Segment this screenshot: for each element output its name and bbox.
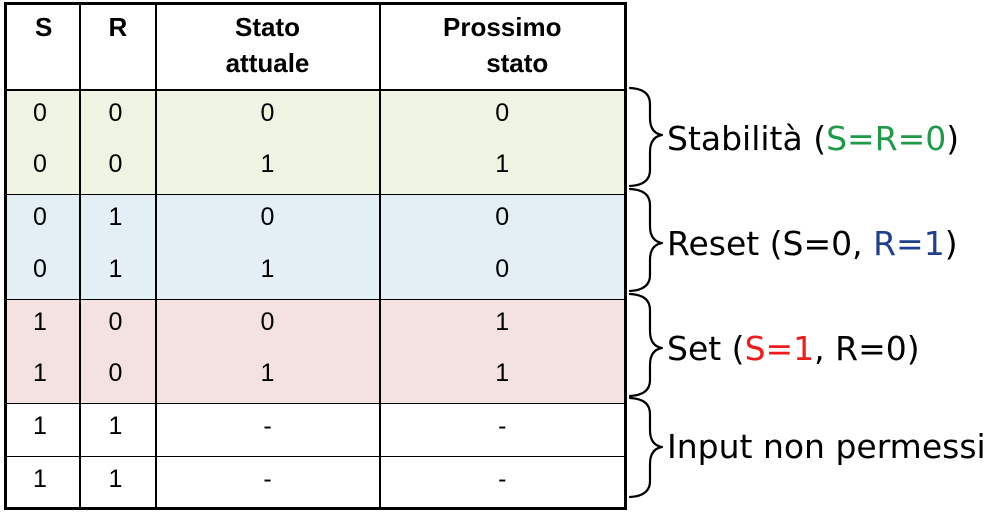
cell-next: 1: [378, 141, 627, 195]
cell-s: 1: [4, 351, 81, 405]
table-row: 1 1 - -: [4, 456, 627, 509]
cell-next: 0: [378, 194, 627, 247]
cell-current: 0: [154, 299, 381, 352]
truth-table: S R Stato attuale Prossimo stato 0 0 0 0…: [4, 2, 627, 510]
brace-set: [628, 292, 664, 398]
table-row: 0 1 1 0: [4, 246, 627, 300]
header-row: S R Stato attuale Prossimo stato: [4, 3, 627, 91]
table-row: 0 0 0 0: [4, 89, 627, 142]
cell-s: 1: [4, 299, 81, 352]
cell-next: 1: [378, 351, 627, 405]
header-current-state: Stato attuale: [154, 3, 381, 91]
label-stability-c: ): [946, 119, 960, 158]
brace-stability: [628, 86, 664, 188]
cell-s: 1: [4, 403, 81, 457]
label-reset: Reset (S=0, R=1): [667, 224, 958, 264]
label-reset-highlight: R=1: [873, 224, 945, 263]
table-row: 0 1 0 0: [4, 194, 627, 247]
cell-r: 1: [78, 456, 157, 509]
cell-s: 0: [4, 141, 81, 195]
cell-current: 1: [154, 351, 381, 405]
table-row: 1 0 0 1: [4, 299, 627, 352]
label-stability: Stabilità (S=R=0): [667, 119, 959, 159]
cell-next: 1: [378, 299, 627, 352]
cell-s: 0: [4, 89, 81, 142]
label-reset-c: ): [944, 224, 958, 263]
cell-s: 0: [4, 194, 81, 247]
cell-current: 0: [154, 194, 381, 247]
label-set: Set (S=1, R=0): [667, 329, 920, 369]
cell-next: 0: [378, 246, 627, 300]
cell-current: 0: [154, 89, 381, 142]
label-stability-a: Stabilità (: [667, 119, 827, 158]
cell-r: 0: [78, 351, 157, 405]
cell-r: 0: [78, 89, 157, 142]
label-set-c: , R=0): [814, 329, 920, 368]
header-current-line1: Stato: [235, 12, 300, 42]
header-r: R: [78, 3, 157, 91]
cell-current: -: [154, 456, 381, 509]
cell-current: 1: [154, 246, 381, 300]
cell-s: 1: [4, 456, 81, 509]
cell-current: 1: [154, 141, 381, 195]
header-next-line2: stato: [486, 48, 549, 78]
cell-r: 0: [78, 299, 157, 352]
label-not-permitted: Input non permessi: [667, 427, 986, 466]
brace-not-permitted: [628, 396, 664, 499]
cell-next: -: [378, 403, 627, 457]
label-stability-highlight: S=R=0: [826, 119, 947, 158]
table-row: 0 0 1 1: [4, 141, 627, 195]
label-set-a: Set (: [667, 329, 745, 368]
cell-r: 1: [78, 403, 157, 457]
cell-r: 1: [78, 246, 157, 300]
header-current-line2: attuale: [225, 48, 310, 78]
cell-next: 0: [378, 89, 627, 142]
table-row: 1 1 - -: [4, 403, 627, 457]
table-row: 1 0 1 1: [4, 351, 627, 405]
label-reset-a: Reset (S=0,: [667, 224, 874, 263]
cell-r: 0: [78, 141, 157, 195]
header-next-state: Prossimo stato: [378, 3, 627, 91]
label-set-highlight: S=1: [744, 329, 815, 368]
header-next-line1: Prossimo: [443, 12, 562, 42]
cell-s: 0: [4, 246, 81, 300]
brace-reset: [628, 187, 664, 293]
header-s: S: [4, 3, 81, 91]
cell-next: -: [378, 456, 627, 509]
cell-current: -: [154, 403, 381, 457]
cell-r: 1: [78, 194, 157, 247]
